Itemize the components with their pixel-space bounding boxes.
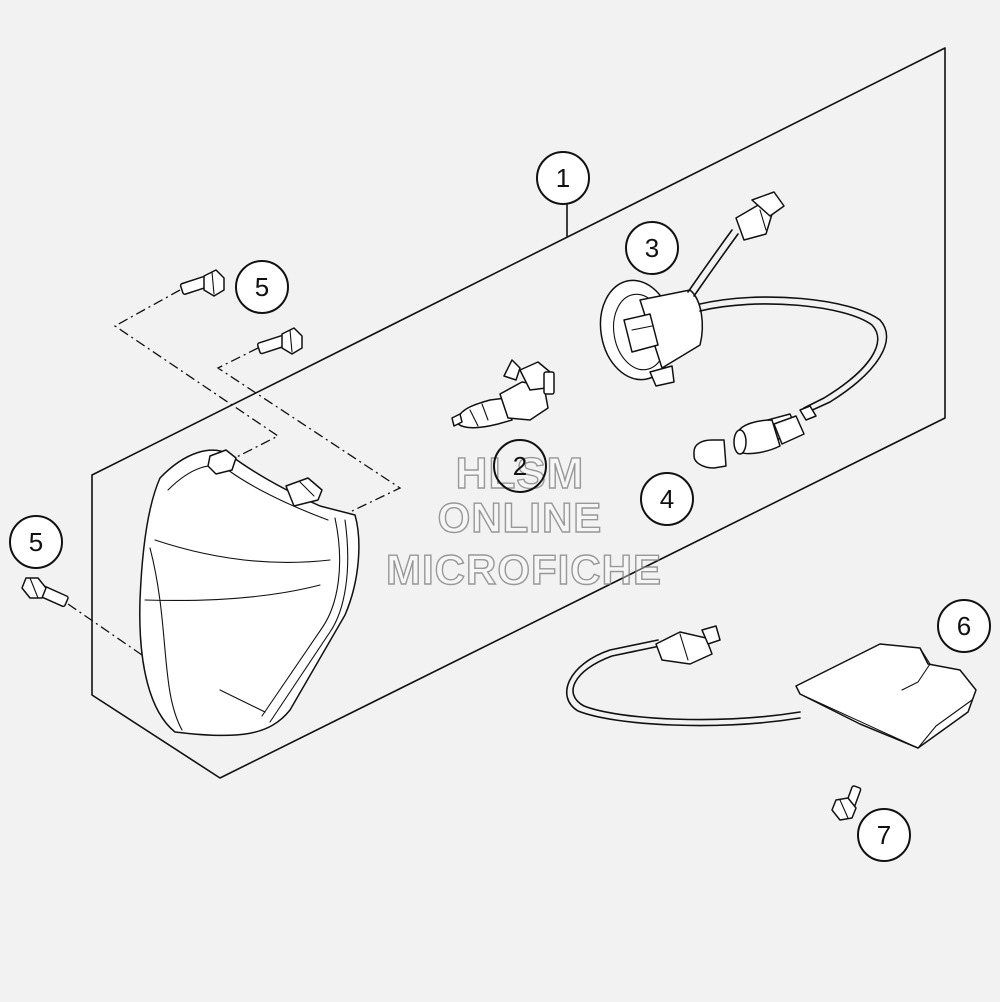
callout-7-label: 7 [877, 820, 891, 850]
callout-5-left: 5 [9, 515, 63, 569]
bolt-5-upper-right [256, 327, 303, 355]
mount-line-bottom [67, 603, 143, 656]
bolt-5-left [21, 577, 69, 608]
bolt-5-upper-left [179, 269, 225, 297]
callout-7: 7 [857, 808, 911, 862]
callout-3: 3 [625, 221, 679, 275]
callout-5a-label: 5 [255, 272, 269, 302]
bulb-socket-harness [599, 191, 888, 443]
watermark: HLSM ONLINE MICROFICHE [385, 448, 662, 593]
callout-4-label: 4 [660, 484, 674, 514]
assembly-outline [91, 47, 946, 779]
mount-line-middle [216, 347, 402, 513]
screw-7 [831, 785, 862, 821]
callout-4: 4 [640, 472, 694, 526]
callout-6-label: 6 [957, 611, 971, 641]
watermark-line-3: MICROFICHE [386, 546, 662, 593]
callout-5-top: 5 [235, 260, 289, 314]
callout-5b-label: 5 [29, 527, 43, 557]
callout-6: 6 [937, 599, 991, 653]
tail-light [566, 625, 977, 749]
parking-bulb [693, 405, 817, 469]
watermark-line-2: ONLINE [438, 494, 603, 541]
callout-2-label: 2 [513, 451, 527, 481]
callout-3-label: 3 [645, 233, 659, 263]
headlight-bulb [451, 359, 555, 429]
headlight-housing [139, 449, 360, 737]
callout-1: 1 [536, 151, 590, 205]
watermark-line-1: HLSM [456, 449, 585, 498]
callout-1-label: 1 [556, 163, 570, 193]
callout-2: 2 [493, 439, 547, 493]
